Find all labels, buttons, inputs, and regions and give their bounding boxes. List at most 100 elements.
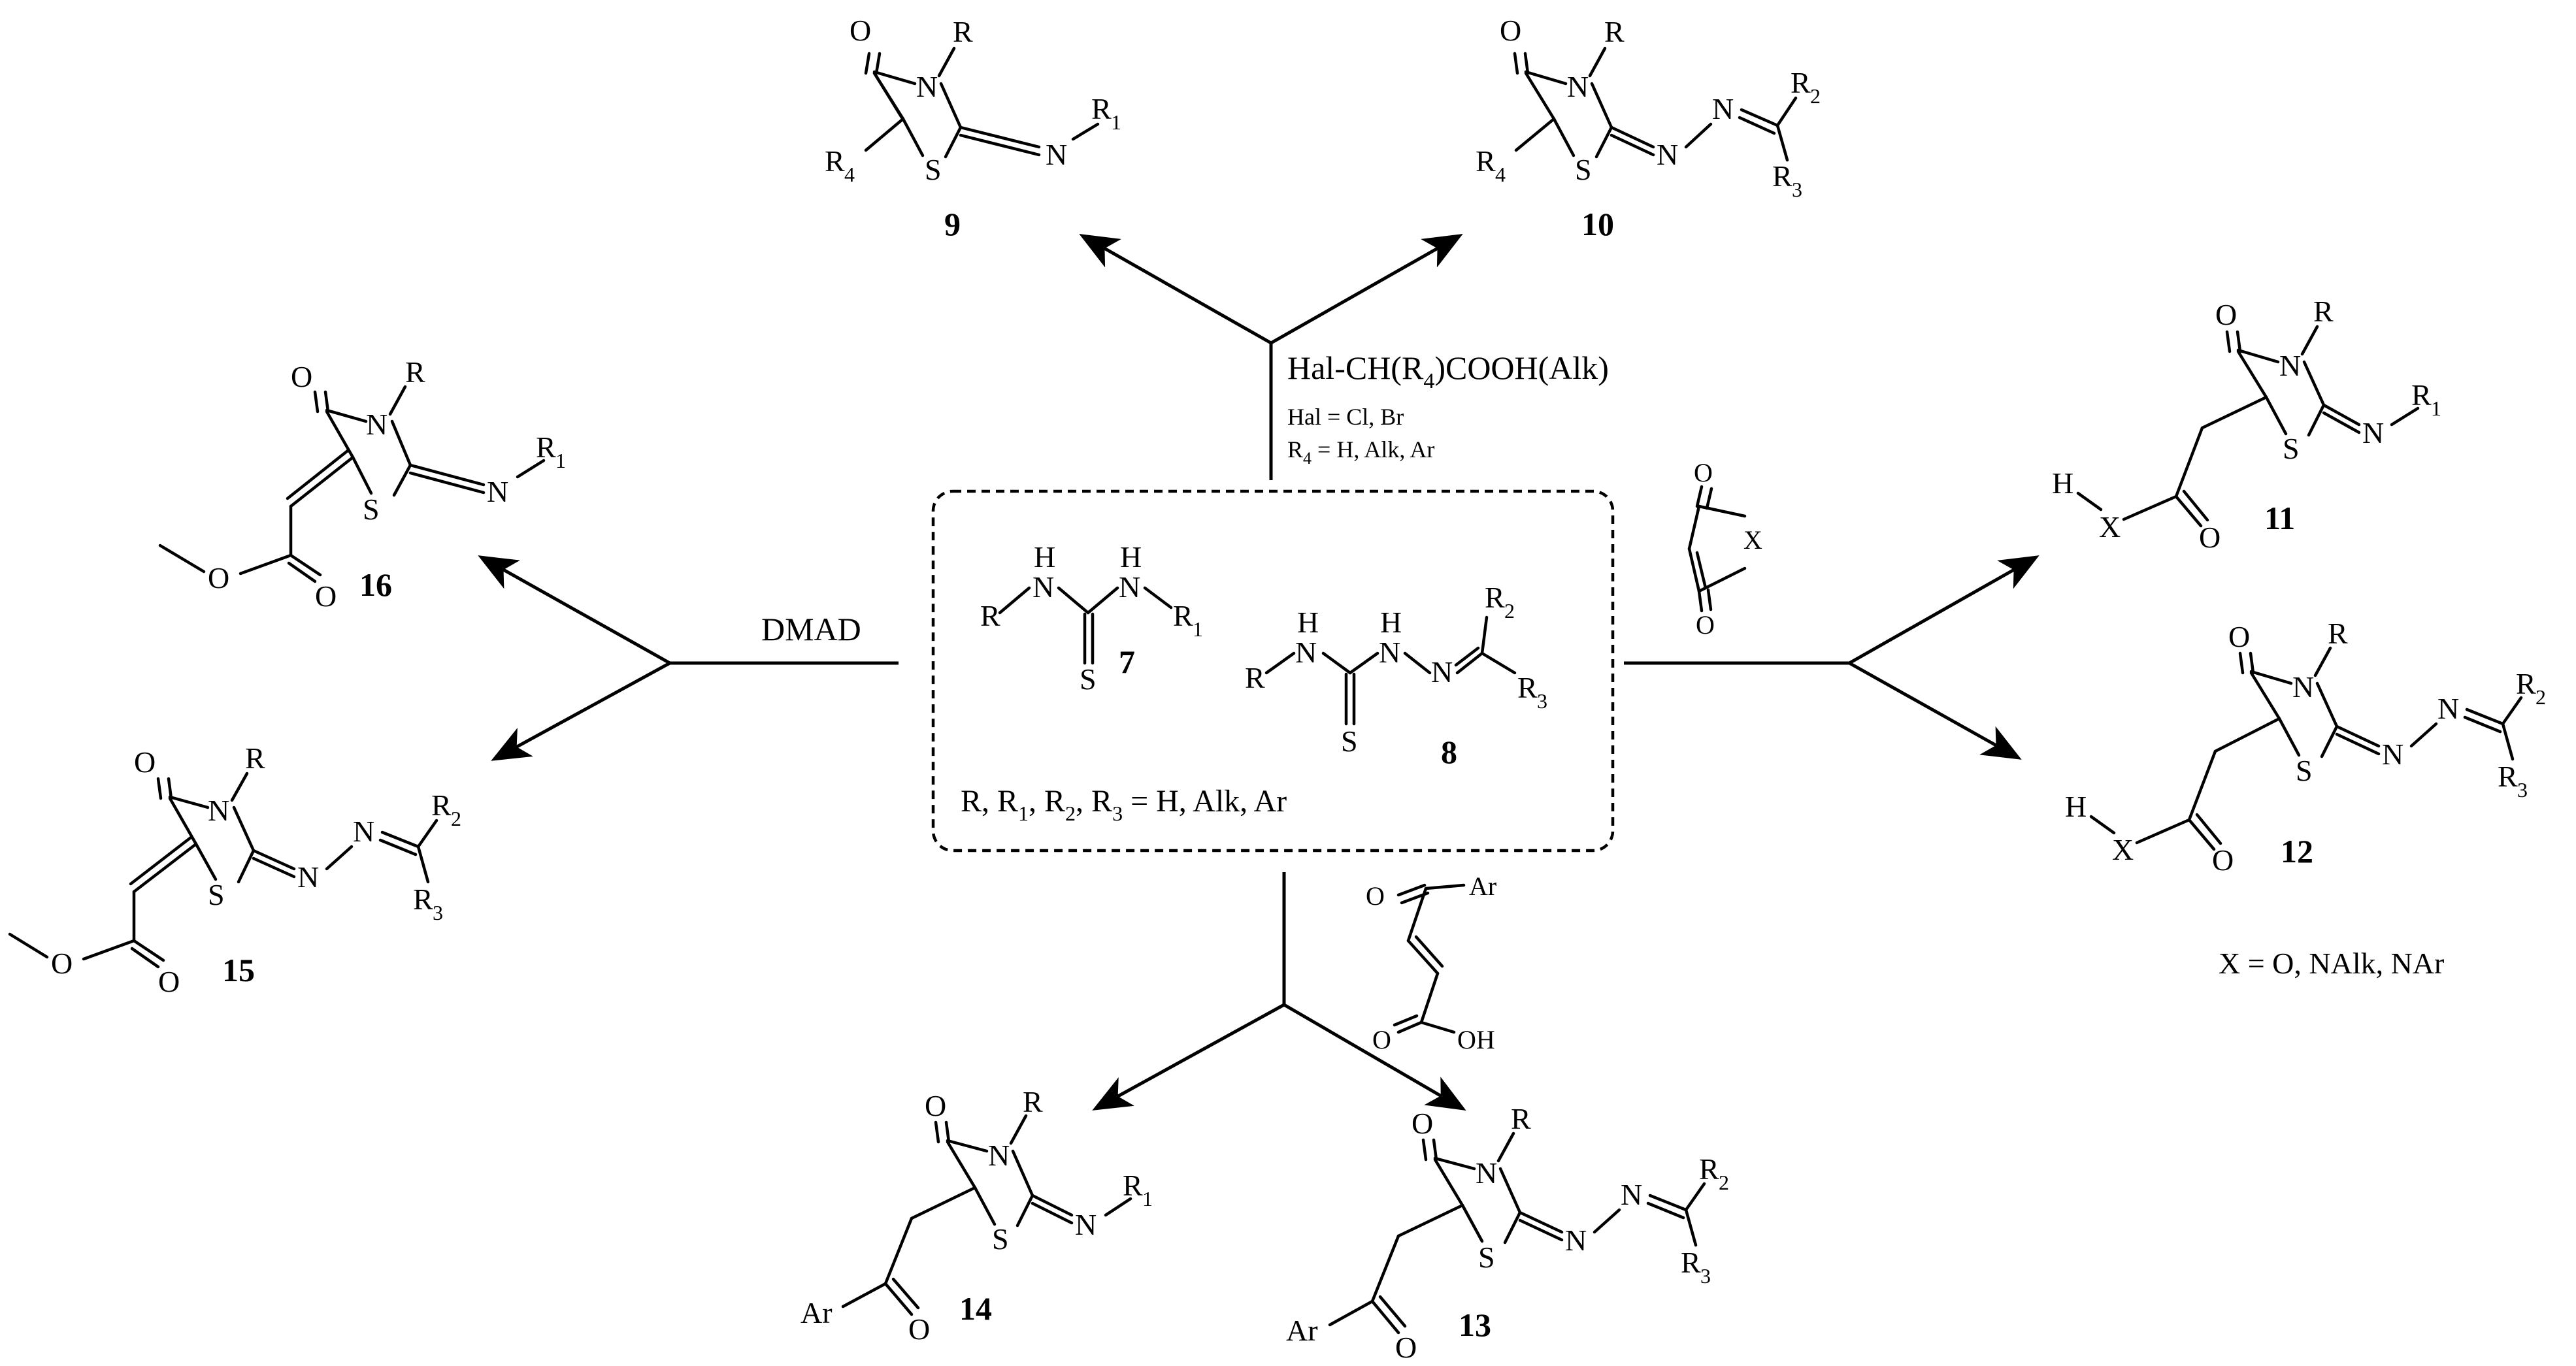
aroylacrylic-acid-reagent: O Ar O OH [1366, 871, 1496, 1054]
compound-16: O N R S N R 1 O O 16 [158, 355, 566, 613]
x-atom: X [2099, 510, 2121, 544]
compound-number-7: 7 [1119, 643, 1135, 680]
s-atom: S [1080, 662, 1097, 696]
n-atom: N [1046, 138, 1067, 171]
r-label: R [1123, 1169, 1143, 1202]
s-atom: S [1575, 153, 1592, 186]
h-atom: H [1034, 540, 1055, 574]
compound-12: O N R S N N R 2 R 3 O X H 12 [2065, 617, 2546, 877]
compound-number-10: 10 [1581, 206, 1614, 242]
subscript: 4 [1495, 163, 1506, 186]
o-atom: O [1412, 1107, 1433, 1140]
o-atom: O [1372, 1025, 1391, 1054]
subscript: 2 [1719, 1171, 1729, 1194]
r-label: R [2498, 760, 2518, 793]
compound-number-9: 9 [944, 206, 961, 242]
s-atom: S [208, 878, 225, 911]
subscript: 3 [1700, 1264, 1711, 1288]
o-atom: O [2215, 298, 2237, 331]
n-atom: N [1621, 1178, 1642, 1211]
compound-9: O N R S N R 1 R 4 9 [825, 14, 1121, 242]
n-atom: N [1476, 1156, 1497, 1190]
subscript: 3 [1537, 689, 1547, 713]
compound-10: O N R S N N R 2 R 3 R 4 10 [1476, 14, 1821, 242]
s-atom: S [1478, 1241, 1495, 1274]
n-atom: N [1032, 570, 1054, 604]
subscript: 1 [1142, 1187, 1153, 1211]
o-atom: O [1395, 1331, 1417, 1364]
compound-number-12: 12 [2281, 833, 2313, 870]
thiosemicarbazone-8: R N H N H N R 2 R 3 S 8 [1245, 581, 1547, 770]
compound-number-11: 11 [2264, 500, 2295, 536]
r-label: R [2328, 617, 2348, 650]
r-label: R [405, 355, 425, 389]
dmad-label: DMAD [761, 611, 861, 647]
subscript: 3 [433, 901, 443, 924]
s-atom: S [992, 1222, 1009, 1256]
compound-11: O N R S N R 1 O X H 11 [2052, 295, 2441, 554]
s-atom: S [2283, 432, 2300, 465]
subscript: 2 [451, 807, 461, 830]
h-atom: H [1380, 606, 1402, 639]
r-label: R [1699, 1152, 1719, 1186]
ar-group: Ar [1469, 871, 1496, 901]
o-atom: O [2212, 843, 2234, 877]
o-atom: O [291, 360, 312, 393]
n-atom: N [1379, 636, 1400, 669]
r-label: R [2313, 295, 2334, 328]
h-atom: H [1297, 606, 1319, 639]
compound-13: O N R S N N R 2 R 3 O Ar 13 [1286, 1102, 1729, 1364]
o-atom: O [908, 1312, 930, 1346]
n-atom: N [2382, 738, 2403, 771]
r-label: R [1511, 1102, 1531, 1135]
r-label: R [1681, 1246, 1701, 1279]
subscript: 3 [1792, 178, 1802, 201]
r-definition: R, R1, R2, R3 = H, Alk, Ar [961, 784, 1287, 825]
n-atom: N [1657, 138, 1678, 171]
o-atom: O [2228, 620, 2250, 653]
svg-text:R, R1, R2, R3 = H, Alk, Ar: R, R1, R2, R3 = H, Alk, Ar [961, 784, 1287, 825]
n-atom: N [487, 475, 508, 508]
n-atom: N [2362, 416, 2384, 449]
compound-14: O N R S N R 1 O Ar 14 [801, 1085, 1153, 1346]
n-atom: N [2279, 349, 2301, 382]
r-label: R [1476, 144, 1496, 178]
r-label: R [1091, 92, 1112, 125]
n-atom: N [353, 815, 374, 848]
subscript: 2 [1504, 599, 1515, 623]
o-atom: O [1500, 14, 1521, 47]
r-label: R [2411, 378, 2432, 412]
r-label: R [1245, 661, 1265, 694]
n-atom: N [366, 408, 388, 441]
n-atom: N [1565, 1224, 1587, 1257]
o-atom: O [158, 965, 180, 998]
x-definition: X = O, NAlk, NAr [2219, 947, 2444, 980]
subscript: 3 [2517, 778, 2528, 802]
hal-definition: Hal = Cl, Br [1287, 404, 1404, 430]
r-label: R [1791, 66, 1811, 99]
oh-group: OH [1457, 1025, 1495, 1054]
r-label: R [413, 883, 433, 916]
n-atom: N [1295, 636, 1317, 669]
o-atom: O [925, 1089, 946, 1122]
x-atom: X [1743, 525, 1762, 555]
o-atom: O [2199, 521, 2221, 554]
hal-reagent-label: Hal-CH(R4)COOH(Alk) [1287, 350, 1609, 393]
subscript: 2 [1810, 84, 1821, 108]
r-label: R [1604, 15, 1625, 48]
n-atom: N [208, 794, 229, 827]
s-atom: S [2296, 754, 2313, 787]
subscript: 4 [844, 163, 855, 186]
h-atom: H [2052, 466, 2073, 500]
n-atom: N [1712, 92, 1734, 125]
s-atom: S [925, 153, 942, 186]
right-branch-arrows [1624, 555, 2039, 760]
ar-group: Ar [801, 1296, 833, 1329]
o-atom: O [1366, 881, 1385, 911]
compound-number-16: 16 [359, 566, 392, 603]
r-label: R [1517, 671, 1538, 704]
h-atom: H [2065, 790, 2087, 823]
subscript: 1 [1193, 617, 1203, 641]
h-atom: H [1120, 540, 1142, 574]
